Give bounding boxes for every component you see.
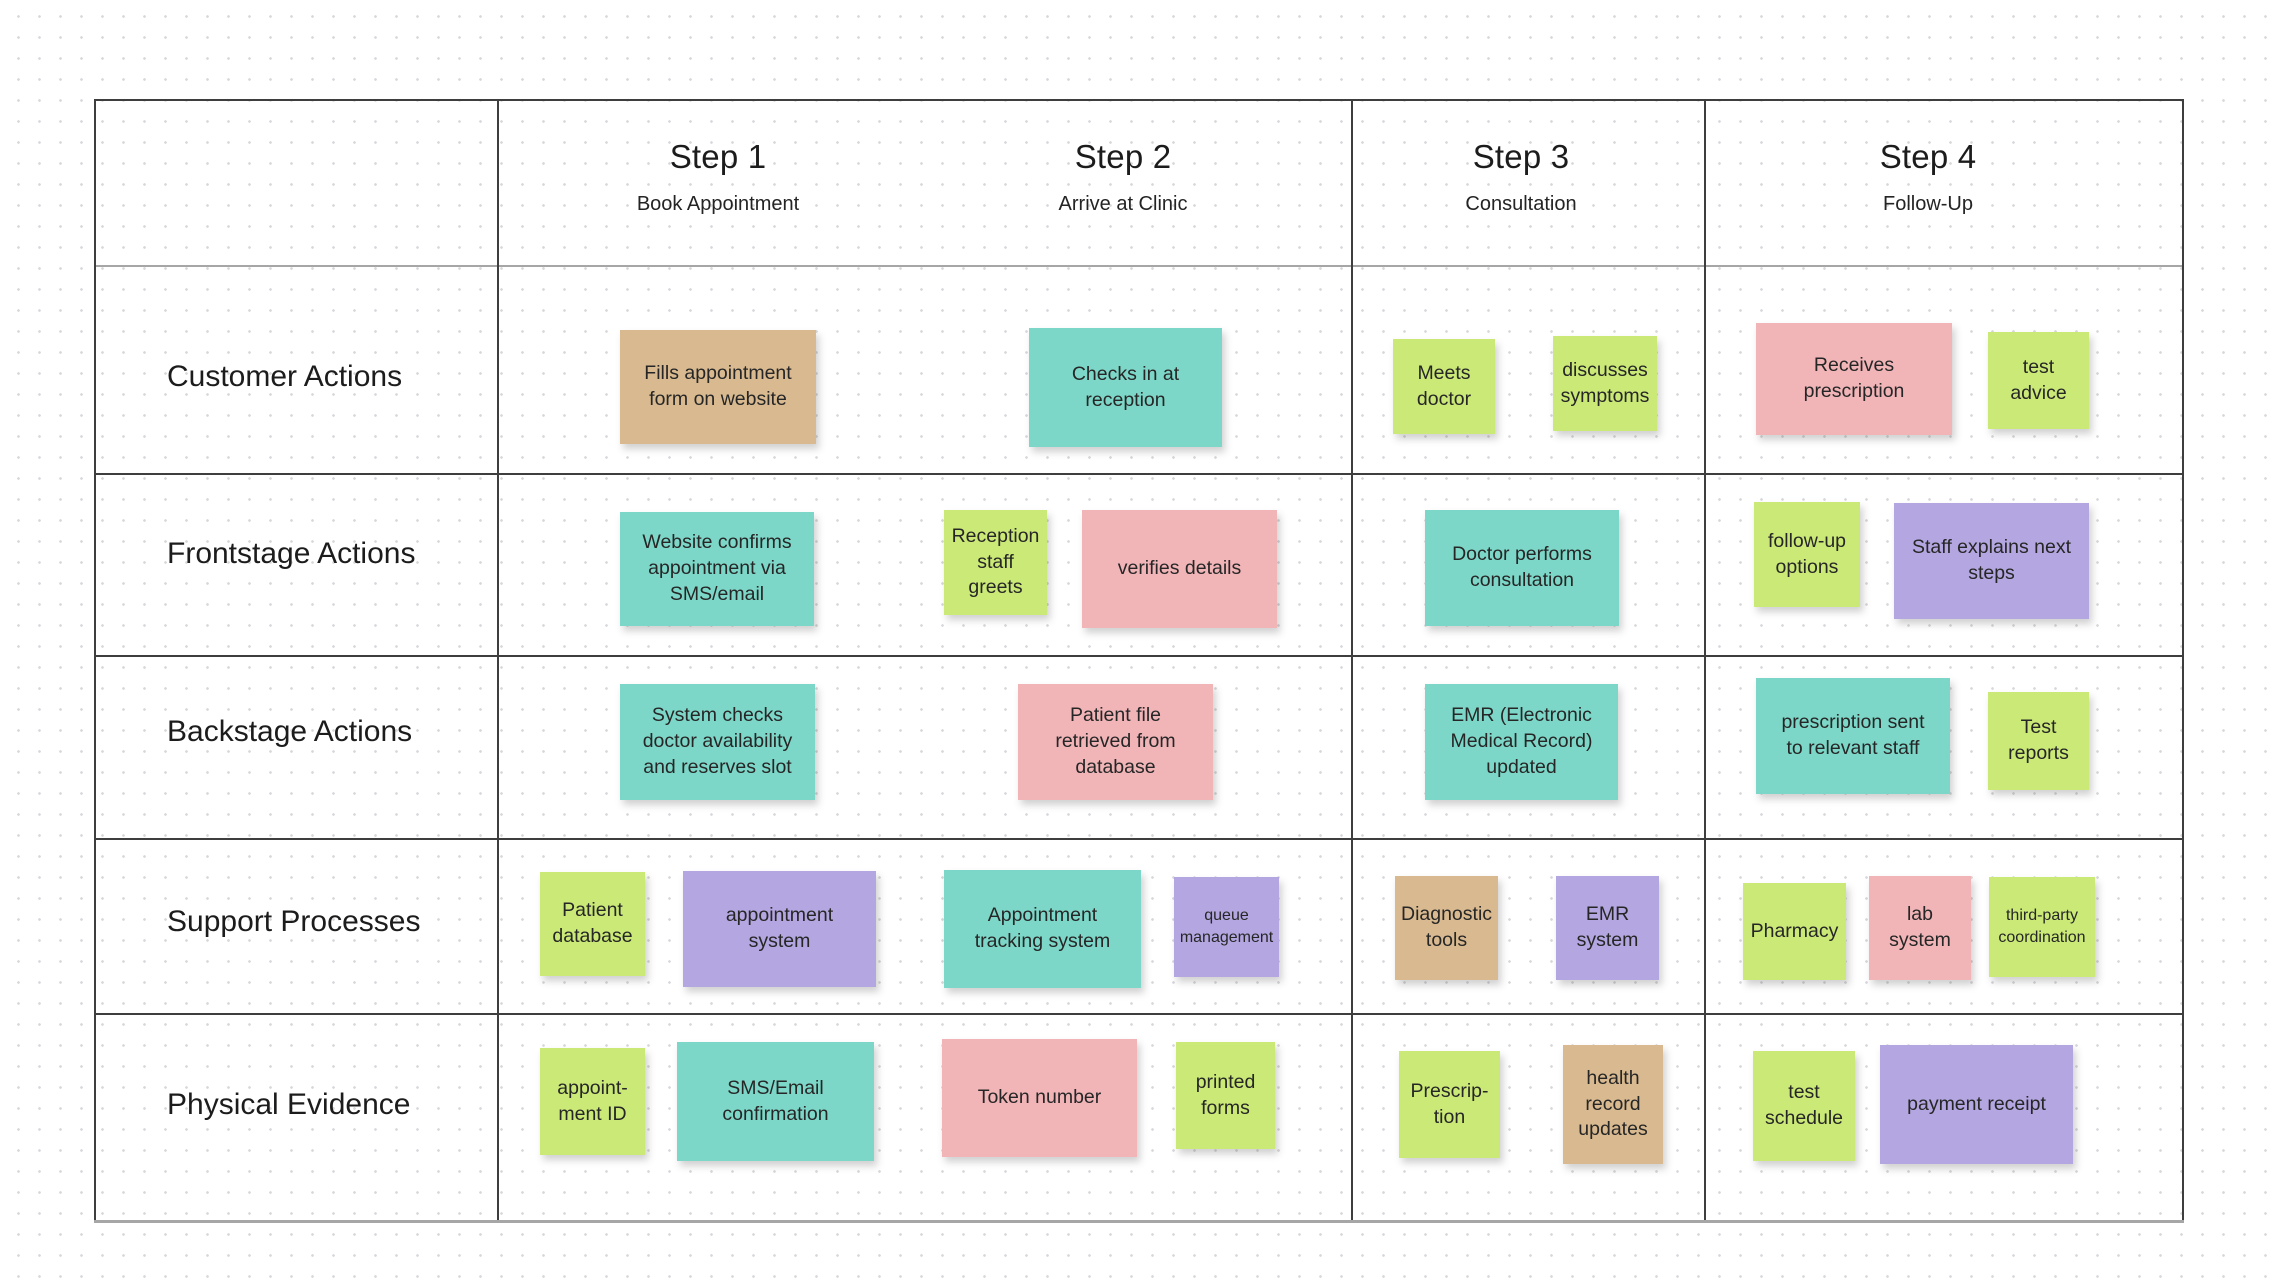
step-header-1: Step 1 Book Appointment [637,138,799,216]
sticky-note[interactable]: appointment system [683,871,876,987]
grid-hline [94,655,2184,657]
lane-label-support-processes: Support Processes [167,905,421,938]
step-label: Step 2 [1074,138,1172,175]
sticky-text: Doctor performs consultation [1452,543,1592,591]
sticky-text: EMR (Electronic Medical Record) updated [1450,704,1593,778]
step-header-3: Step 3 Consultation [1465,138,1576,216]
sticky-text: printed forms [1195,1070,1256,1119]
sticky-note[interactable]: EMR system [1556,876,1659,980]
lane-label-frontstage-actions: Frontstage Actions [167,537,416,570]
sticky-text: prescription sent to relevant staff [1781,711,1925,759]
step-label: Step 4 [1879,138,1977,175]
sticky-text: follow-up options [1767,529,1847,578]
sticky-text: test advice [2010,355,2067,404]
sticky-text: appoint- ment ID [557,1076,628,1125]
step-header-2: Step 2 Arrive at Clinic [1059,138,1188,216]
sticky-note[interactable]: queue management [1174,877,1279,977]
sticky-text: EMR system [1576,903,1639,951]
sticky-note[interactable]: Fills appointment form on website [620,330,816,444]
sticky-note[interactable]: payment receipt [1880,1045,2073,1164]
sticky-note[interactable]: appoint- ment ID [540,1048,645,1155]
sticky-text: Patient database [552,899,633,947]
sticky-note[interactable]: follow-up options [1754,502,1860,607]
sticky-note[interactable]: Receives prescription [1756,323,1952,435]
sticky-note[interactable]: discusses symptoms [1553,336,1657,431]
sticky-text: test schedule [1764,1081,1844,1129]
sticky-note[interactable]: Prescrip- tion [1399,1051,1500,1158]
sticky-text: Reception staff greets [951,524,1040,599]
sticky-text: appointment system [725,904,834,952]
sticky-text: verifies details [1117,557,1242,580]
sticky-note[interactable]: test advice [1988,332,2089,429]
sticky-text: Pharmacy [1750,919,1839,942]
sticky-text: Patient file retrieved from database [1055,704,1176,778]
grid-vline [94,99,96,1220]
sticky-note[interactable]: lab system [1869,876,1971,980]
sticky-text: Receives prescription [1803,354,1905,402]
sticky-text: health record updates [1578,1066,1648,1141]
sticky-note[interactable]: Doctor performs consultation [1425,510,1619,626]
sticky-note[interactable]: Pharmacy [1743,883,1846,980]
sticky-note[interactable]: third-party coordination [1989,877,2095,977]
sticky-note[interactable]: health record updates [1563,1045,1663,1164]
step-sublabel: Book Appointment [636,193,800,215]
sticky-text: Prescrip- tion [1410,1079,1489,1128]
sticky-note[interactable]: printed forms [1176,1042,1275,1149]
sticky-note[interactable]: verifies details [1082,510,1277,628]
step-header-4: Step 4 Follow-Up [1880,138,1977,216]
lane-label-physical-evidence: Physical Evidence [167,1088,411,1121]
grid-vline [1351,99,1353,1220]
lane-label-backstage-actions: Backstage Actions [167,715,413,748]
sticky-note[interactable]: Diagnostic tools [1395,876,1498,980]
sticky-note[interactable]: Token number [942,1039,1137,1157]
step-label: Step 3 [1472,138,1570,175]
sticky-note[interactable]: Staff explains next steps [1894,503,2089,619]
grid-hline [94,1220,2184,1223]
sticky-note[interactable]: SMS/Email confirmation [677,1042,874,1161]
sticky-text: Staff explains next steps [1912,536,2071,584]
sticky-note[interactable]: EMR (Electronic Medical Record) updated [1425,684,1618,800]
sticky-note[interactable]: Checks in at reception [1029,328,1222,447]
sticky-note[interactable]: test schedule [1753,1051,1855,1161]
lane-label-customer-actions: Customer Actions [167,360,403,393]
sticky-text: Website confirms appointment via SMS/ema… [642,531,792,605]
sticky-text: System checks doctor availability and re… [642,704,793,778]
sticky-text: discusses symptoms [1560,358,1650,407]
sticky-note[interactable]: Test reports [1988,692,2089,790]
sticky-note[interactable]: Patient file retrieved from database [1018,684,1213,800]
sticky-note[interactable]: Website confirms appointment via SMS/ema… [620,512,814,626]
grid-hline [94,838,2184,840]
sticky-text: lab system [1889,903,1951,951]
sticky-text: Test reports [2008,716,2069,764]
grid-vline [2182,99,2184,1220]
grid-hline [94,99,2184,101]
sticky-note[interactable]: Appointment tracking system [944,870,1141,988]
sticky-note[interactable]: Meets doctor [1393,339,1495,434]
sticky-note[interactable]: Patient database [540,872,645,976]
grid-hline [94,265,2184,267]
sticky-note[interactable]: prescription sent to relevant staff [1756,678,1950,794]
step-sublabel: Arrive at Clinic [1058,193,1188,215]
step-sublabel: Consultation [1465,193,1577,215]
sticky-text: Checks in at reception [1071,362,1180,411]
sticky-note[interactable]: Reception staff greets [944,510,1047,615]
grid-hline [94,1013,2184,1015]
sticky-text: Fills appointment form on website [644,362,792,410]
sticky-text: payment receipt [1907,1092,2046,1115]
step-label: Step 1 [669,138,767,175]
sticky-text: Appointment tracking system [974,904,1111,952]
sticky-text: third-party coordination [1998,907,2086,946]
sticky-text: Meets doctor [1416,361,1472,410]
sticky-text: Diagnostic tools [1400,903,1493,951]
sticky-note[interactable]: System checks doctor availability and re… [620,684,815,800]
sticky-text: queue management [1179,907,1274,946]
grid-hline [94,473,2184,475]
grid-vline [1704,99,1706,1220]
sticky-text: SMS/Email confirmation [722,1076,829,1125]
grid-vline [497,99,499,1220]
step-sublabel: Follow-Up [1882,193,1974,215]
sticky-text: Token number [977,1086,1102,1109]
